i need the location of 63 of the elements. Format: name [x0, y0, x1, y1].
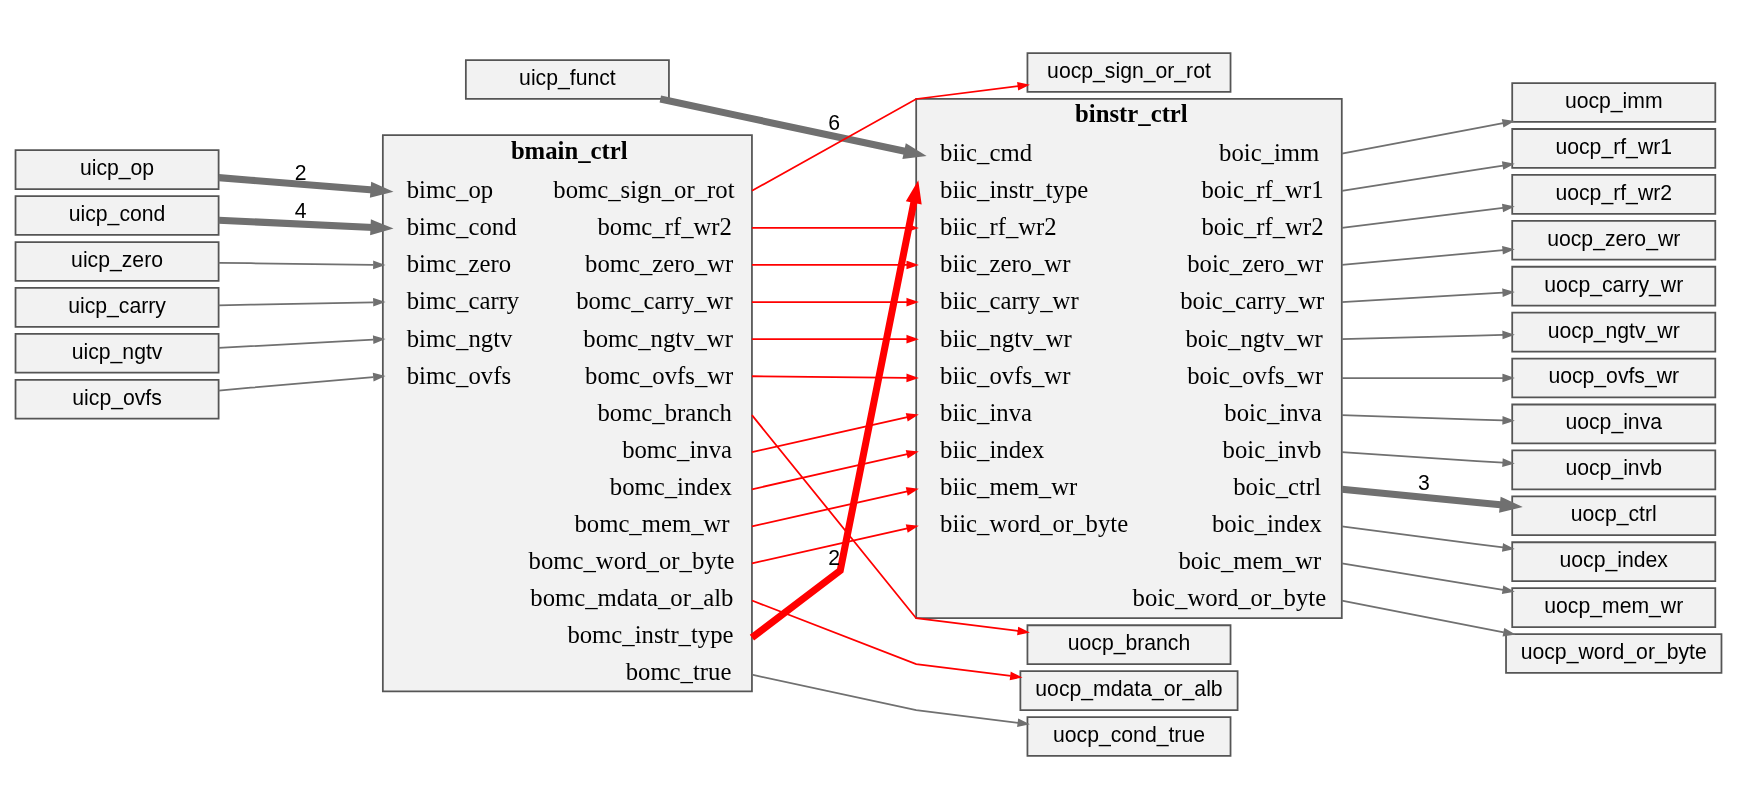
node-box: uocp_ngtv_wr [1511, 311, 1717, 353]
arrow [1340, 525, 1515, 552]
arrow [751, 81, 1030, 192]
arrow [1340, 330, 1515, 341]
node-box: uocp_cond_true [1026, 716, 1232, 757]
node-box: uocp_index [1511, 541, 1717, 582]
arrow [751, 334, 919, 344]
arrow [1340, 245, 1515, 266]
arrow [751, 297, 919, 307]
arrow [1340, 451, 1515, 467]
node-box: uocp_inva [1511, 403, 1717, 445]
node-box: uicp_zero [14, 241, 220, 282]
edge-label: 6 [828, 111, 840, 135]
node-box: uicp_ovfs [14, 378, 220, 420]
arrow [751, 599, 1023, 681]
node-box: uocp_mem_wr [1511, 587, 1717, 628]
arrow [1340, 288, 1515, 303]
node-box: bmain_ctrl bimc_op bomc_sign_or_rot bimc_cond bomc_rf_wr2 bimc_zero bomc_zero_wr bimc_carry bomc_carry_wr bimc_ngtv bomc_ngtv_wr bimc_ovfs bomc_ovfs_wr bomc_branch bomc_inva bomc_index bomc_mem_wr bomc_word_or_byte bomc_mdata_or_alb bomc_instr_type bomc_true [381, 134, 753, 693]
node-box: uicp_carry [14, 287, 220, 328]
arrow [751, 524, 919, 565]
node-box: uicp_op [14, 149, 220, 190]
arrow [1341, 485, 1523, 513]
arrow [1340, 373, 1515, 383]
node-box: binstr_ctrl biic_cmd boic_imm biic_instr_type boic_rf_wr1 biic_rf_wr2 boic_rf_wr2 biic_zero_wr boic_zero_wr biic_carry_wr boic_carry_wr biic_ngtv_wr boic_ngtv_wr biic_ovfs_wr boic_ovfs_wr biic_inva boic_inva biic_index boic_invb biic_mem_wr boic_ctrl biic_word_or_byte boic_index boic_mem_wr boic_word_or_byte [915, 98, 1343, 620]
node-box: uicp_ngtv [14, 332, 220, 374]
node-box: uocp_zero_wr [1511, 219, 1717, 261]
arrow [217, 372, 386, 392]
arrow [217, 335, 386, 349]
node-box: uocp_invb [1511, 449, 1717, 491]
arrow [218, 216, 394, 236]
arrow [1340, 119, 1515, 155]
node-box: uicp_cond [14, 195, 220, 236]
arrow [751, 487, 919, 528]
arrow [1340, 161, 1515, 192]
node-box: uocp_sign_or_rot [1026, 52, 1232, 93]
arrow [751, 260, 919, 270]
arrow [751, 450, 919, 491]
arrow [751, 673, 1030, 728]
node-box: uocp_carry_wr [1511, 265, 1717, 307]
arrow [751, 413, 919, 454]
node-box: uicp_funct [464, 59, 670, 100]
arrow [1340, 203, 1515, 229]
arrow [218, 174, 394, 198]
node-box: uocp_branch [1026, 624, 1232, 665]
edge-label: 2 [828, 545, 840, 569]
node-box: uocp_word_or_byte [1505, 633, 1723, 674]
edge-label: 2 [294, 160, 307, 184]
arrow [1340, 562, 1515, 594]
arrow [751, 414, 1030, 636]
edge-label: 3 [1418, 471, 1430, 495]
node-box: uocp_rf_wr2 [1511, 174, 1717, 215]
edge-label: 4 [294, 199, 307, 223]
arrow [751, 373, 919, 383]
arrow [659, 95, 927, 160]
node-box: uocp_imm [1511, 82, 1717, 123]
arrow [1340, 599, 1516, 637]
arrow [217, 260, 386, 270]
arrow [1340, 414, 1515, 425]
node-box: uocp_ctrl [1511, 495, 1717, 537]
node-box: uocp_ovfs_wr [1511, 357, 1717, 399]
node-box: uocp_mdata_or_alb [1019, 670, 1239, 711]
arrow [217, 297, 386, 307]
node-box: uocp_rf_wr1 [1511, 128, 1717, 169]
